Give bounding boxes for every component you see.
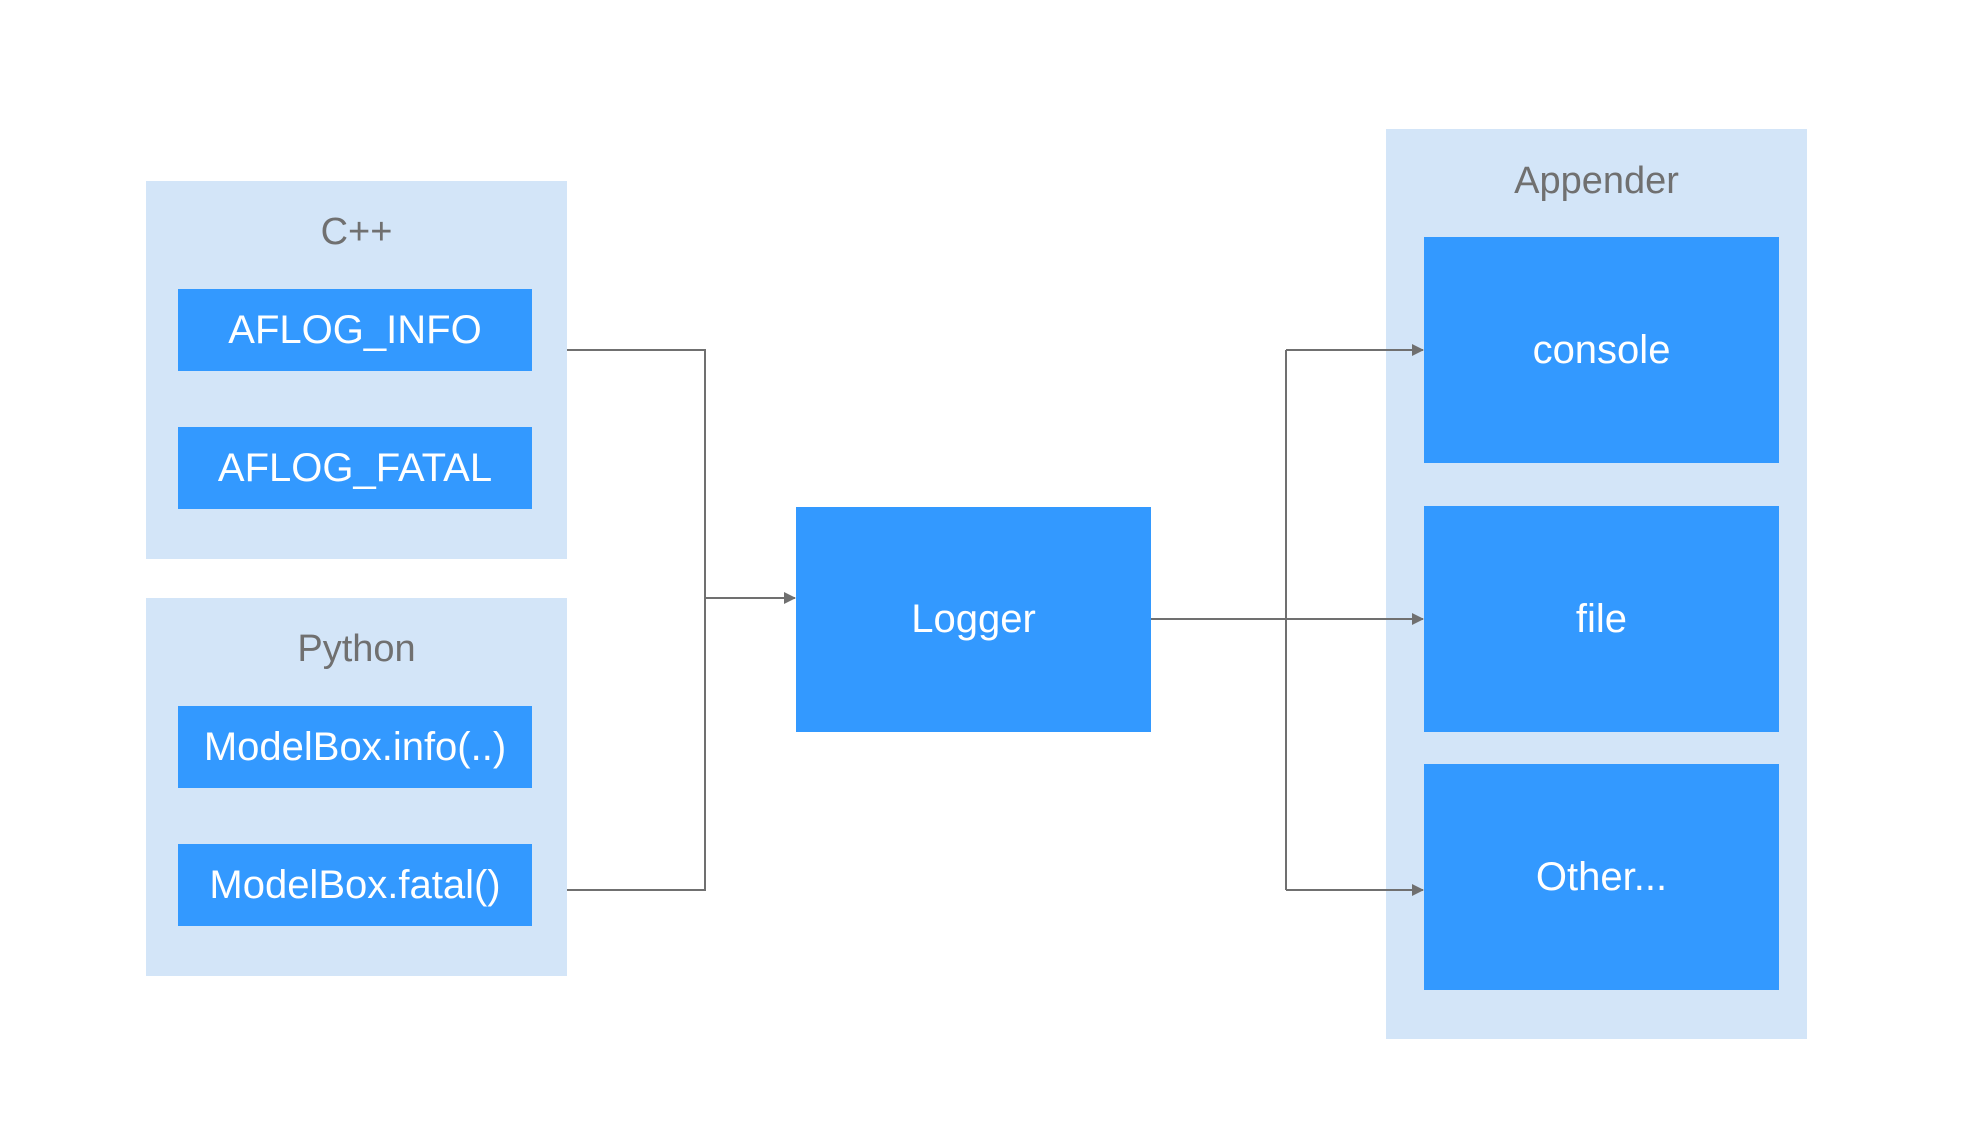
python-to-logger-connector [567, 598, 706, 891]
console-node: console [1424, 237, 1779, 463]
cpp-to-logger-connector [567, 349, 706, 598]
appender-group-title: Appender [1514, 160, 1679, 202]
modelbox-info-node: ModelBox.info(..) [178, 706, 532, 788]
aflog-fatal-node: AFLOG_FATAL [178, 427, 532, 509]
other-node: Other... [1424, 764, 1779, 990]
cpp-group-title: C++ [320, 211, 393, 253]
file-node: file [1424, 506, 1779, 732]
logger-node: Logger [796, 507, 1151, 732]
aflog-info-node: AFLOG_INFO [178, 289, 532, 371]
python-group-title: Python [297, 628, 416, 670]
modelbox-fatal-node: ModelBox.fatal() [178, 844, 532, 926]
